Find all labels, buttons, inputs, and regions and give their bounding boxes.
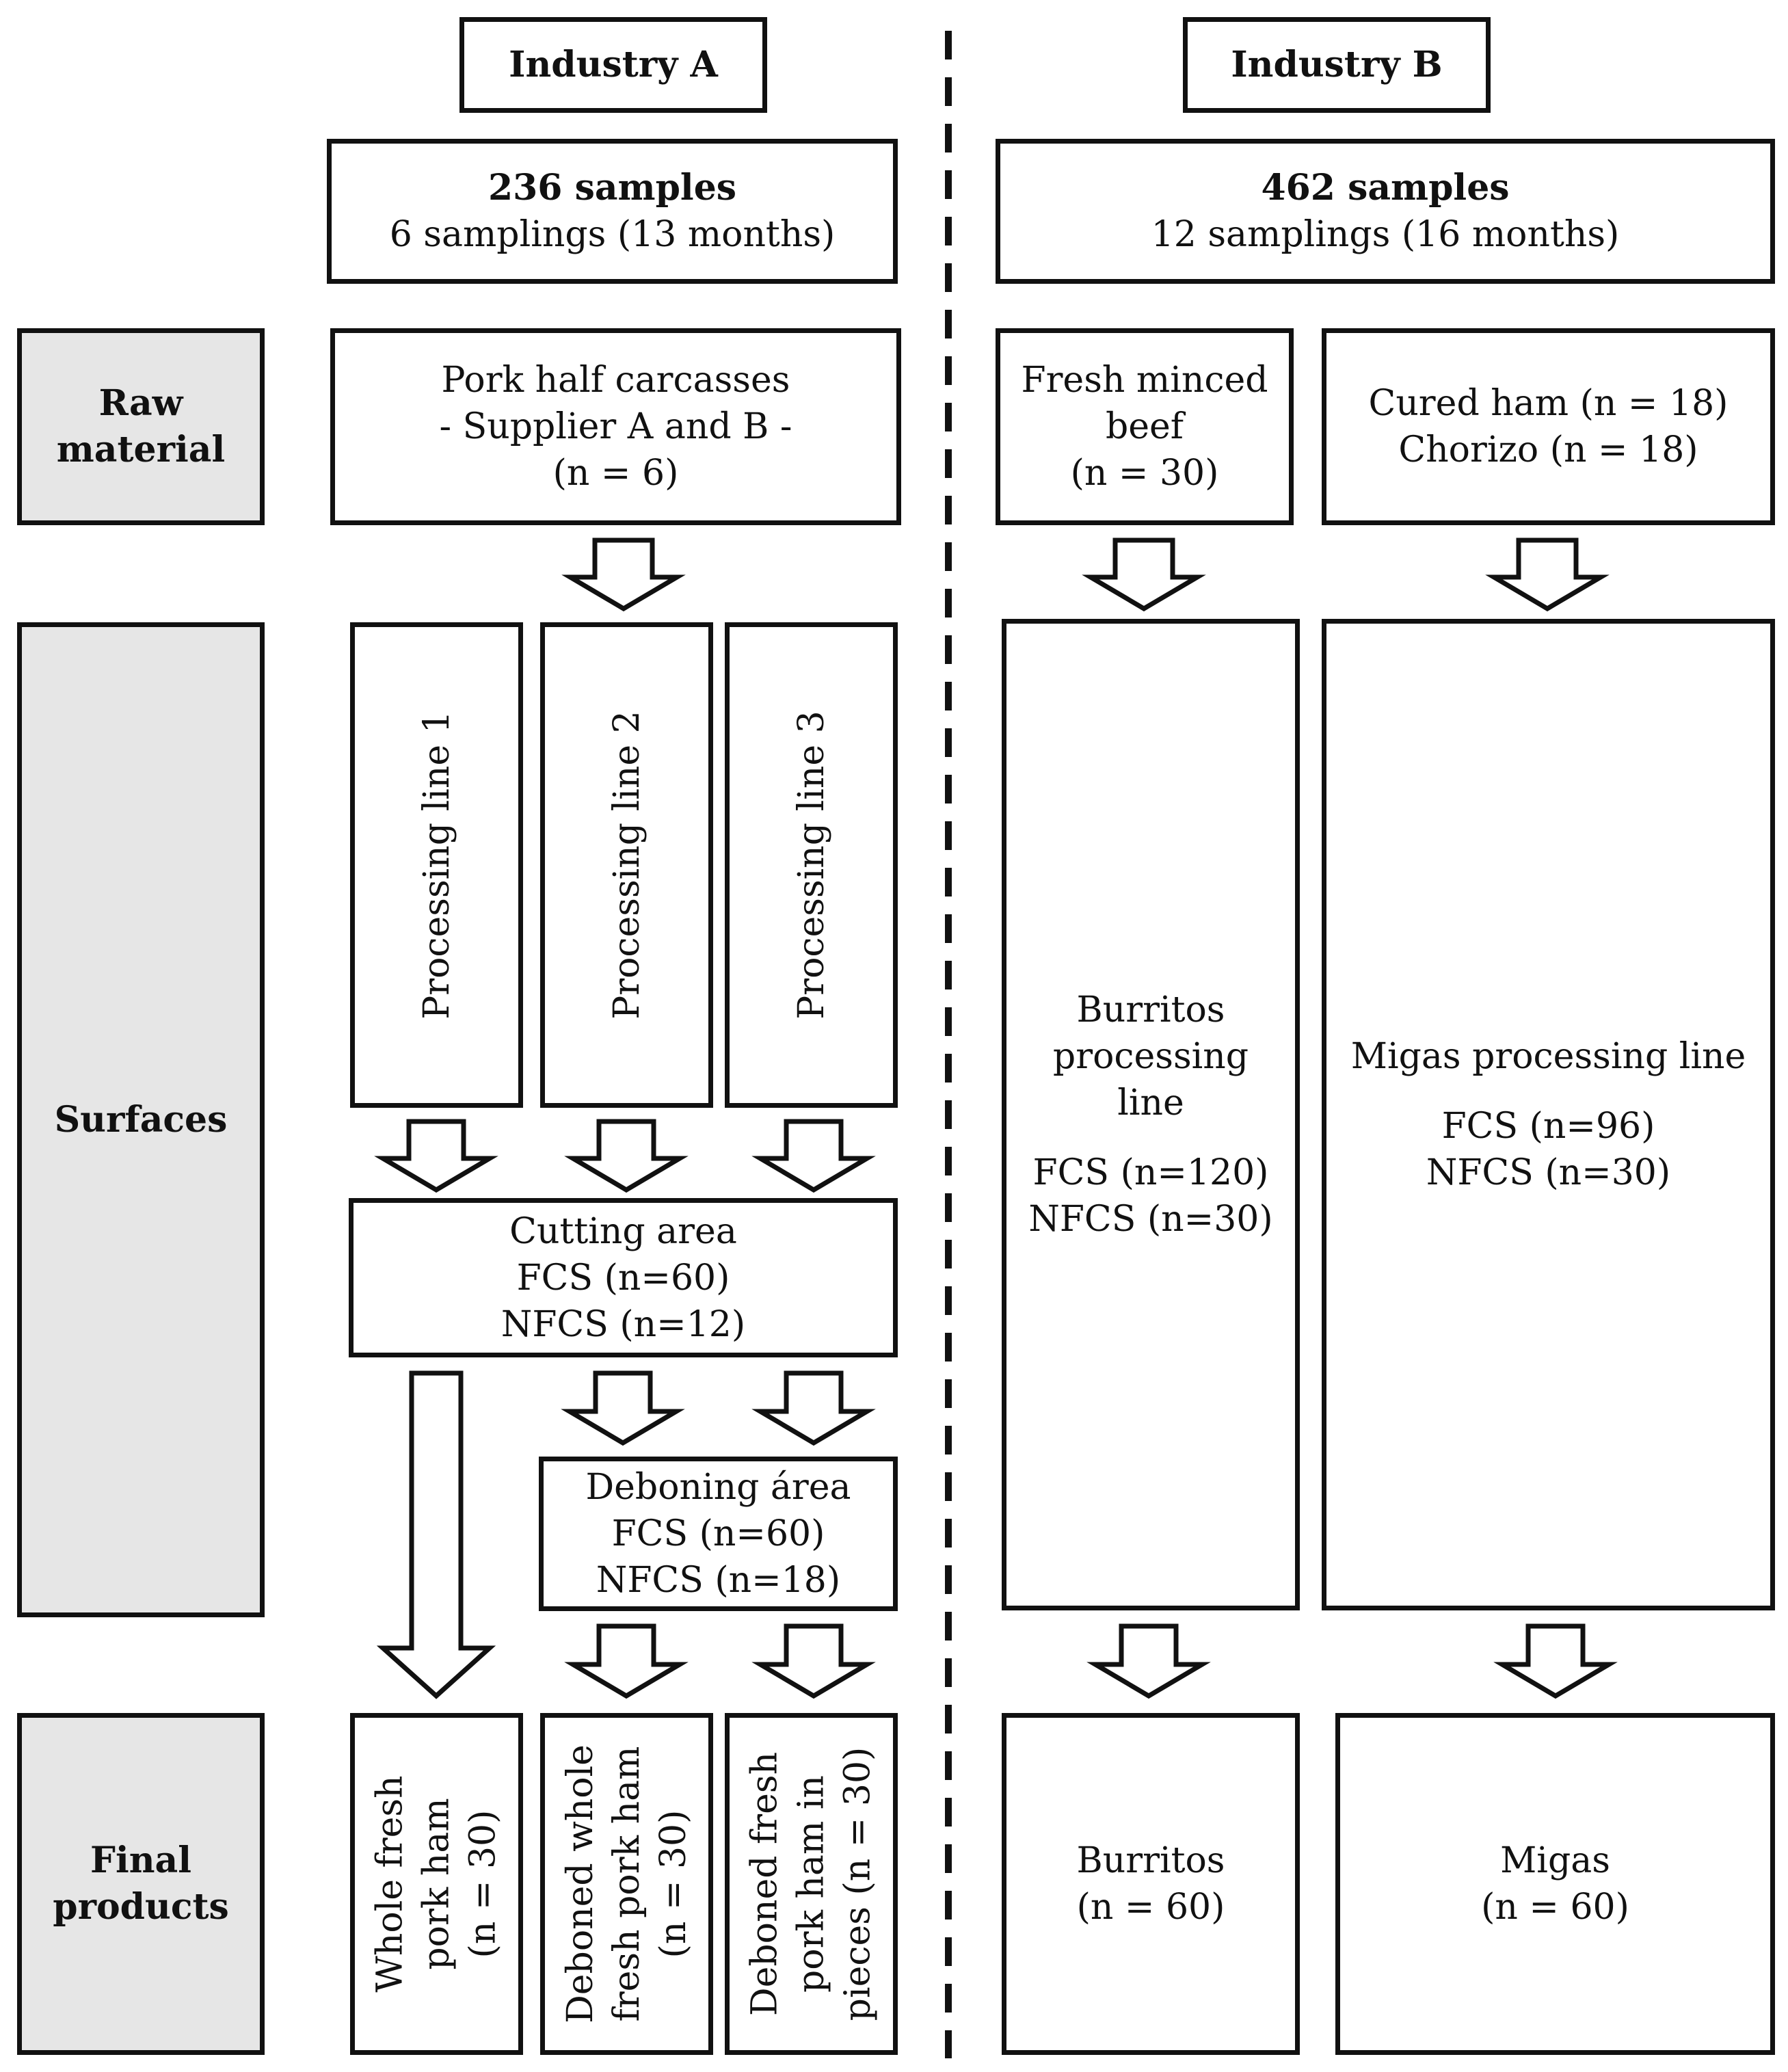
industry-a-header: Industry A [459,17,767,113]
arrow-raw-to-lines [561,537,686,612]
processing-line-3-box [725,622,898,1108]
migas-line-box: Migas processing line FCS (n=96) NFCS (n… [1322,619,1775,1610]
processing-line-1-box [350,622,523,1108]
arrow-migas-line-to-product [1493,1623,1618,1699]
stage-final-products: Final products [17,1713,265,2055]
arrow-deboning-to-product-3 [751,1623,876,1699]
arrow-line3-to-cutting [751,1119,876,1193]
arrow-beef-to-burritos [1082,537,1206,612]
processing-line-1-label: Processing line 1 [416,710,457,1020]
product-whole-fresh-ham-label: Whole fresh pork ham (n = 30) [369,1775,504,1993]
product-deboned-whole-ham-label: Deboned whole fresh pork ham (n = 30) [559,1744,694,2023]
arrow-cutting-to-deboning-1 [561,1370,685,1446]
migas-product-box: Migas (n = 60) [1335,1713,1775,2055]
industry-b-header: Industry B [1183,17,1491,113]
pork-carcasses-box: Pork half carcasses - Supplier A and B -… [330,328,901,525]
minced-beef-box: Fresh minced beef (n = 30) [996,328,1294,525]
product-deboned-whole-ham-box [540,1713,713,2055]
arrow-deboning-to-product-2 [564,1623,689,1699]
arrow-cutting-to-deboning-2 [751,1370,876,1446]
cutting-area-box: Cutting area FCS (n=60) NFCS (n=12) [349,1198,898,1357]
processing-line-2-label: Processing line 2 [606,710,648,1020]
industry-a-samples: 236 samples 6 samplings (13 months) [327,139,898,284]
arrow-cutting-to-whole-ham [376,1370,496,1699]
processing-line-2-box [540,622,713,1108]
processing-line-3-label: Processing line 3 [790,710,832,1020]
product-whole-fresh-ham-box [350,1713,523,2055]
deboning-area-box: Deboning área FCS (n=60) NFCS (n=18) [539,1457,898,1611]
arrow-ham-to-migas [1485,537,1610,612]
burritos-line-box: Burritos processing line FCS (n=120) NFC… [1002,619,1300,1610]
product-deboned-ham-pieces-box [725,1713,898,2055]
arrow-burritos-line-to-product [1086,1623,1211,1699]
product-deboned-ham-pieces-label: Deboned fresh pork ham in pieces (n = 30… [744,1746,879,2021]
burritos-product-box: Burritos (n = 60) [1002,1713,1300,2055]
stage-raw-material: Raw material [17,328,265,525]
stage-surfaces: Surfaces [17,622,265,1617]
cured-ham-chorizo-box: Cured ham (n = 18) Chorizo (n = 18) [1322,328,1775,525]
arrow-line2-to-cutting [564,1119,689,1193]
arrow-line1-to-cutting [374,1119,498,1193]
industry-b-samples: 462 samples 12 samplings (16 months) [996,139,1775,284]
